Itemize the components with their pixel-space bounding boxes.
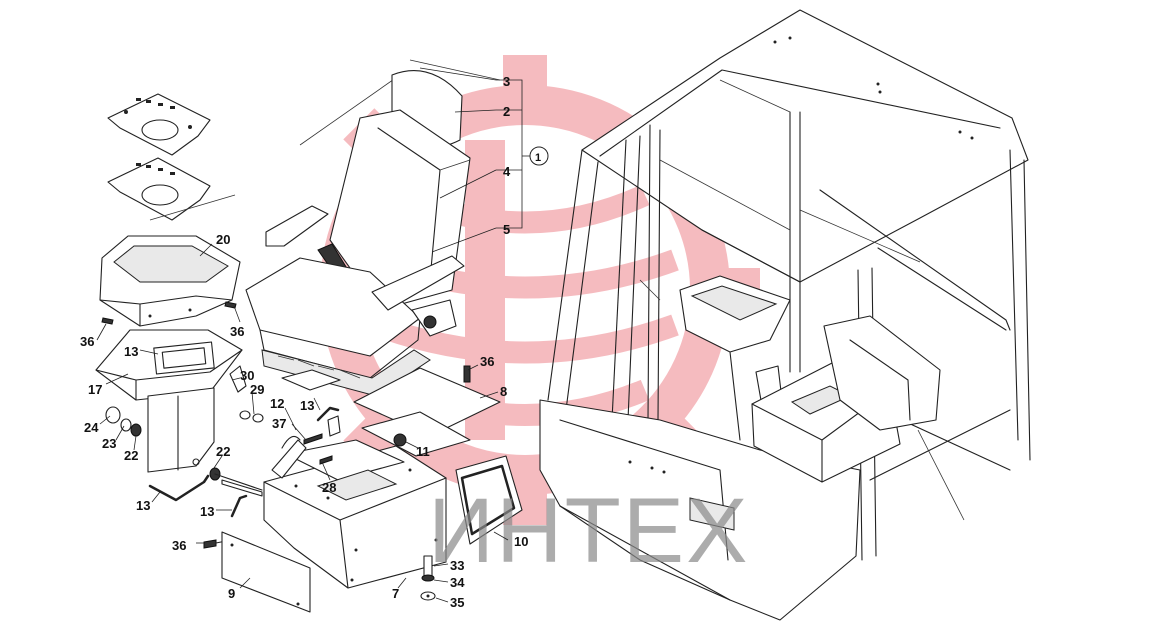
callout-11: 11 <box>416 444 430 459</box>
callout-12: 12 <box>270 396 284 411</box>
window-frame-10 <box>455 455 523 545</box>
callout-2: 2 <box>503 104 510 119</box>
callout-13-d: 13 <box>300 398 314 413</box>
leader-lines <box>96 67 530 603</box>
callout-20: 20 <box>216 232 230 247</box>
callout-17: 17 <box>88 382 102 397</box>
plate-9 <box>221 531 311 613</box>
small-parts-left <box>101 301 264 549</box>
fasteners-33-35 <box>420 555 436 601</box>
callout-29: 29 <box>250 382 264 397</box>
callout-13-b: 13 <box>136 498 150 513</box>
callout-13-a: 13 <box>124 344 138 359</box>
callout-3: 3 <box>503 74 510 89</box>
callout-33: 33 <box>450 558 464 573</box>
callout-9: 9 <box>228 586 235 601</box>
callout-23: 23 <box>102 436 116 451</box>
watermark-text: ИНТЕХ <box>428 480 750 582</box>
operator-seat <box>245 59 501 457</box>
callout-8: 8 <box>500 384 507 399</box>
callout-circle-1 <box>529 146 549 166</box>
callout-10: 10 <box>514 534 528 549</box>
callout-22-b: 22 <box>216 444 230 459</box>
callout-36-a: 36 <box>80 334 94 349</box>
callout-1: 1 <box>535 152 541 164</box>
callout-24: 24 <box>84 420 99 435</box>
callout-37: 37 <box>272 416 286 431</box>
callout-34: 34 <box>450 575 465 590</box>
callout-30: 30 <box>240 368 254 383</box>
console-cover-20 <box>99 235 241 327</box>
callout-7: 7 <box>392 586 399 601</box>
callout-13-c: 13 <box>200 504 214 519</box>
callout-4: 4 <box>503 164 511 179</box>
cab-frame <box>539 9 1031 621</box>
instrument-plates <box>107 93 236 221</box>
callout-35: 35 <box>450 595 464 610</box>
small-parts-mid <box>303 406 341 465</box>
base-box-7 <box>263 435 447 589</box>
console-pedestal-17 <box>95 329 243 473</box>
callout-5: 5 <box>503 222 510 237</box>
callout-22-a: 22 <box>124 448 138 463</box>
callout-28: 28 <box>322 480 336 495</box>
callout-36-c: 36 <box>172 538 186 553</box>
callout-36-d: 36 <box>480 354 494 369</box>
callout-36-b: 36 <box>230 324 244 339</box>
callout-labels: 3 2 4 1 5 20 36 36 13 17 30 29 24 23 22 … <box>80 74 541 610</box>
